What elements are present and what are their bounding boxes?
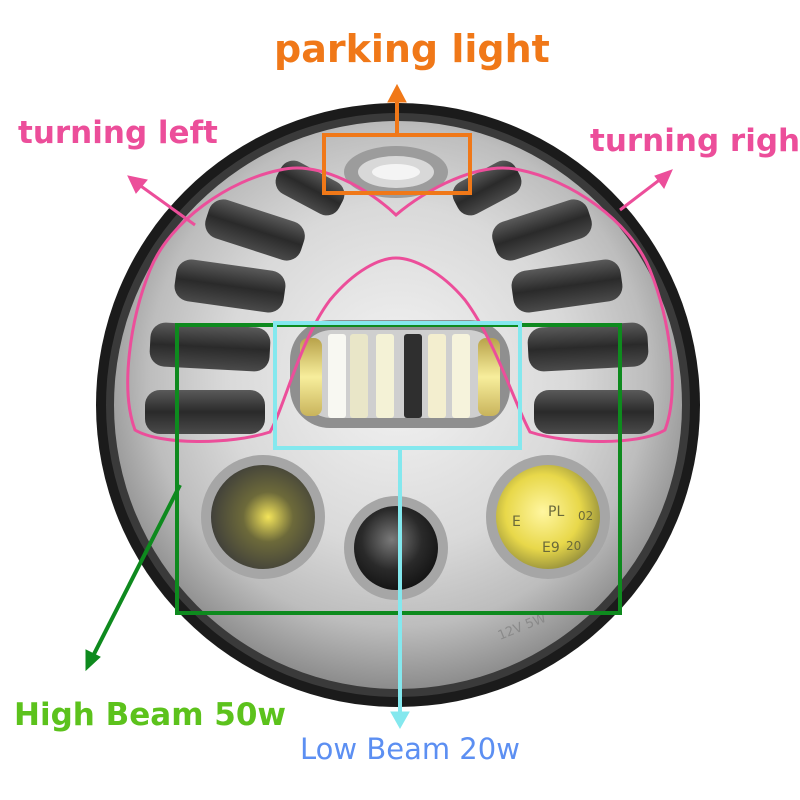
high-beam-label: High Beam 50w: [14, 697, 287, 733]
turning-right-label: turning right: [590, 123, 800, 159]
lens-code: E9: [542, 540, 560, 556]
right-projector-lens: [496, 465, 600, 569]
turning-right-arrow: [619, 169, 673, 212]
led-strip: [328, 334, 346, 418]
led-strip: [350, 334, 368, 418]
led-strip: [376, 334, 394, 418]
turn-segment: [534, 390, 654, 434]
turn-segment: [149, 322, 271, 372]
high-beam-arrow: [85, 484, 182, 672]
low-beam-module: [290, 320, 510, 428]
turning-outline: [126, 166, 674, 443]
parking-light-label: parking light: [274, 27, 550, 71]
turn-segment: [205, 199, 305, 261]
lens-code: 20: [566, 539, 581, 553]
lens-code: PL: [548, 504, 564, 520]
led-strip: [478, 338, 500, 416]
parking-light-arrow: [387, 83, 407, 135]
led-strip: [404, 334, 422, 418]
led-strip: [452, 334, 470, 418]
left-turn-segments: [145, 160, 345, 434]
low-beam-arrow: [390, 448, 410, 730]
turn-segment: [527, 322, 649, 372]
turn-segment: [492, 199, 592, 261]
turn-segment: [452, 160, 522, 216]
turning-left-label: turning left: [18, 115, 218, 151]
center-projector-lens: [354, 506, 438, 590]
lens-code: 02: [578, 509, 593, 523]
low-beam-label: Low Beam 20w: [300, 732, 520, 766]
low-beam-box: [273, 321, 522, 450]
turn-segment: [174, 259, 286, 313]
lens-code: E: [512, 514, 521, 530]
left-projector-lens: [211, 465, 315, 569]
led-strip: [428, 334, 446, 418]
parking-light-core: [372, 164, 420, 180]
turn-segment: [511, 259, 623, 313]
led-strip: [300, 338, 322, 416]
turn-segment: [145, 390, 265, 434]
turn-segment: [275, 160, 345, 216]
turning-left-arrow: [127, 175, 196, 227]
